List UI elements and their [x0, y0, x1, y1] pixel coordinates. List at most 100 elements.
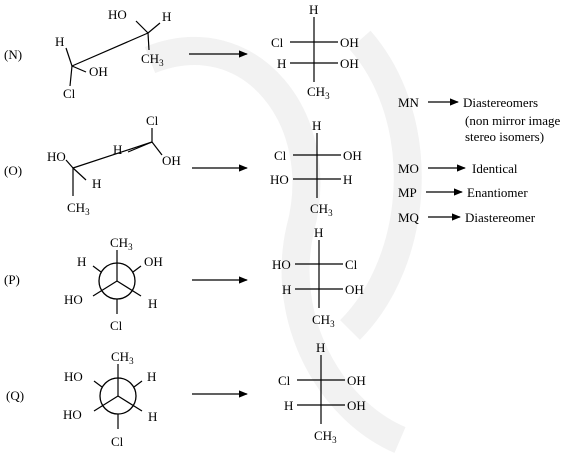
label-o: (O)	[4, 163, 22, 178]
fischer-top: H	[312, 118, 321, 133]
compound-p: (P) CH3 H OH HO H Cl H HO Cl H OH CH3	[4, 225, 364, 333]
relation-mq: MQ Diastereomer	[398, 210, 536, 225]
fischer-n: H Cl OH H OH CH3	[271, 2, 359, 101]
sub-h: H	[55, 34, 64, 49]
relation-pair: MQ	[398, 210, 420, 225]
fischer-r1-right: OH	[340, 35, 359, 50]
cc-bond	[72, 141, 153, 169]
sub-cl: Cl	[110, 318, 123, 333]
sub-ho: HO	[63, 407, 82, 422]
bond	[72, 167, 87, 181]
relation-result: Enantiomer	[467, 185, 528, 200]
bond	[69, 65, 73, 87]
fischer-r1-left: Cl	[278, 373, 291, 388]
relation-result: Diastereomer	[465, 210, 536, 225]
fischer-top: H	[309, 2, 318, 17]
compound-q: (Q) CH3 HO H HO H Cl H Cl OH H OH CH3	[6, 340, 366, 449]
fischer-r2-left: H	[284, 398, 293, 413]
compound-o: (O) HO H CH3 Cl H OH H Cl OH HO H CH3	[4, 113, 362, 218]
sawhorse-n: H OH Cl HO H CH3	[55, 7, 171, 101]
fischer-q: H Cl OH H OH CH3	[278, 340, 366, 445]
sub-ch3: CH3	[141, 51, 164, 68]
sub-ho: HO	[108, 7, 127, 22]
subscript-digit: 3	[159, 58, 164, 68]
relation-pair: MN	[398, 95, 420, 110]
relation-result: Identical	[472, 161, 518, 176]
fischer-r1-left: Cl	[271, 35, 284, 50]
fischer-r2-right: OH	[345, 282, 364, 297]
relation-mp: MP Enantiomer	[398, 185, 528, 200]
background-watermark	[144, 30, 422, 453]
sub-h: H	[113, 142, 122, 157]
fischer-r1-left: Cl	[274, 148, 287, 163]
cc-bond	[71, 32, 149, 67]
fischer-r1-right: OH	[347, 373, 366, 388]
bond	[65, 159, 74, 169]
front-bond	[93, 395, 119, 412]
sub-h: H	[147, 369, 156, 384]
relation-pair: MO	[398, 161, 419, 176]
sawhorse-o: HO H CH3 Cl H OH	[47, 113, 181, 217]
relation-note-line-2: stereo isomers)	[465, 129, 544, 144]
fischer-o: H Cl OH HO H CH3	[270, 118, 362, 218]
label-p: (P)	[4, 272, 20, 287]
sub-oh: OH	[89, 64, 108, 79]
relation-pair: MP	[398, 185, 417, 200]
sub-h: H	[148, 296, 157, 311]
fischer-bottom: CH3	[307, 84, 330, 101]
ch3-text: CH3	[141, 51, 164, 68]
sub-h: H	[148, 409, 157, 424]
sub-h: H	[77, 254, 86, 269]
fischer-r1-right: OH	[343, 148, 362, 163]
relation-mn: MN Diastereomers (non mirror image stere…	[398, 95, 561, 144]
fischer-r2-right: H	[343, 172, 352, 187]
fischer-r2-left: H	[282, 282, 291, 297]
back-bond	[132, 265, 142, 273]
sub-ch3: CH3	[67, 200, 90, 217]
subscript-digit: 3	[128, 242, 133, 252]
bond	[151, 141, 163, 156]
bond	[127, 141, 153, 153]
front-bond	[117, 395, 143, 412]
relations-legend: MN Diastereomers (non mirror image stere…	[398, 95, 561, 225]
sub-cl: Cl	[146, 113, 159, 128]
sub-h: H	[162, 9, 171, 24]
subscript-digit: 3	[332, 435, 337, 445]
fischer-p: H HO Cl H OH CH3	[272, 225, 364, 329]
sub-cl: Cl	[63, 86, 76, 101]
fischer-r1-left: HO	[272, 257, 291, 272]
fischer-bottom: CH3	[310, 201, 333, 218]
newman-p: CH3 H OH HO H Cl	[64, 235, 163, 333]
subscript-digit: 3	[85, 207, 90, 217]
fischer-r1-right: Cl	[345, 257, 358, 272]
front-bond	[92, 280, 118, 297]
subscript-digit: 3	[330, 319, 335, 329]
compound-n: (N) H OH Cl HO H CH3 H Cl OH H OH CH3	[4, 2, 359, 101]
bond	[71, 65, 87, 73]
sub-h: H	[92, 176, 101, 191]
relation-note-line-1: (non mirror image	[465, 113, 561, 128]
sub-cl: Cl	[111, 434, 124, 449]
fischer-r2-right: OH	[340, 56, 359, 71]
bond	[147, 22, 161, 34]
subscript-digit: 3	[325, 91, 330, 101]
sub-oh: OH	[144, 254, 163, 269]
fischer-top: H	[316, 340, 325, 355]
subscript-digit: 3	[328, 208, 333, 218]
relation-result: Diastereomers	[463, 95, 538, 110]
label-n: (N)	[4, 47, 22, 62]
back-bond	[93, 380, 103, 388]
bond	[135, 20, 149, 34]
front-bond	[116, 280, 142, 297]
back-bond	[133, 380, 143, 388]
relation-mo: MO Identical	[398, 161, 518, 176]
sub-ch3: CH3	[110, 235, 133, 252]
sub-ho: HO	[64, 292, 83, 307]
sub-ho: HO	[64, 369, 83, 384]
subscript-digit: 3	[129, 356, 134, 366]
fischer-top: H	[314, 225, 323, 240]
back-bond	[92, 265, 102, 273]
fischer-bottom: CH3	[314, 428, 337, 445]
sub-ho: HO	[47, 149, 66, 164]
